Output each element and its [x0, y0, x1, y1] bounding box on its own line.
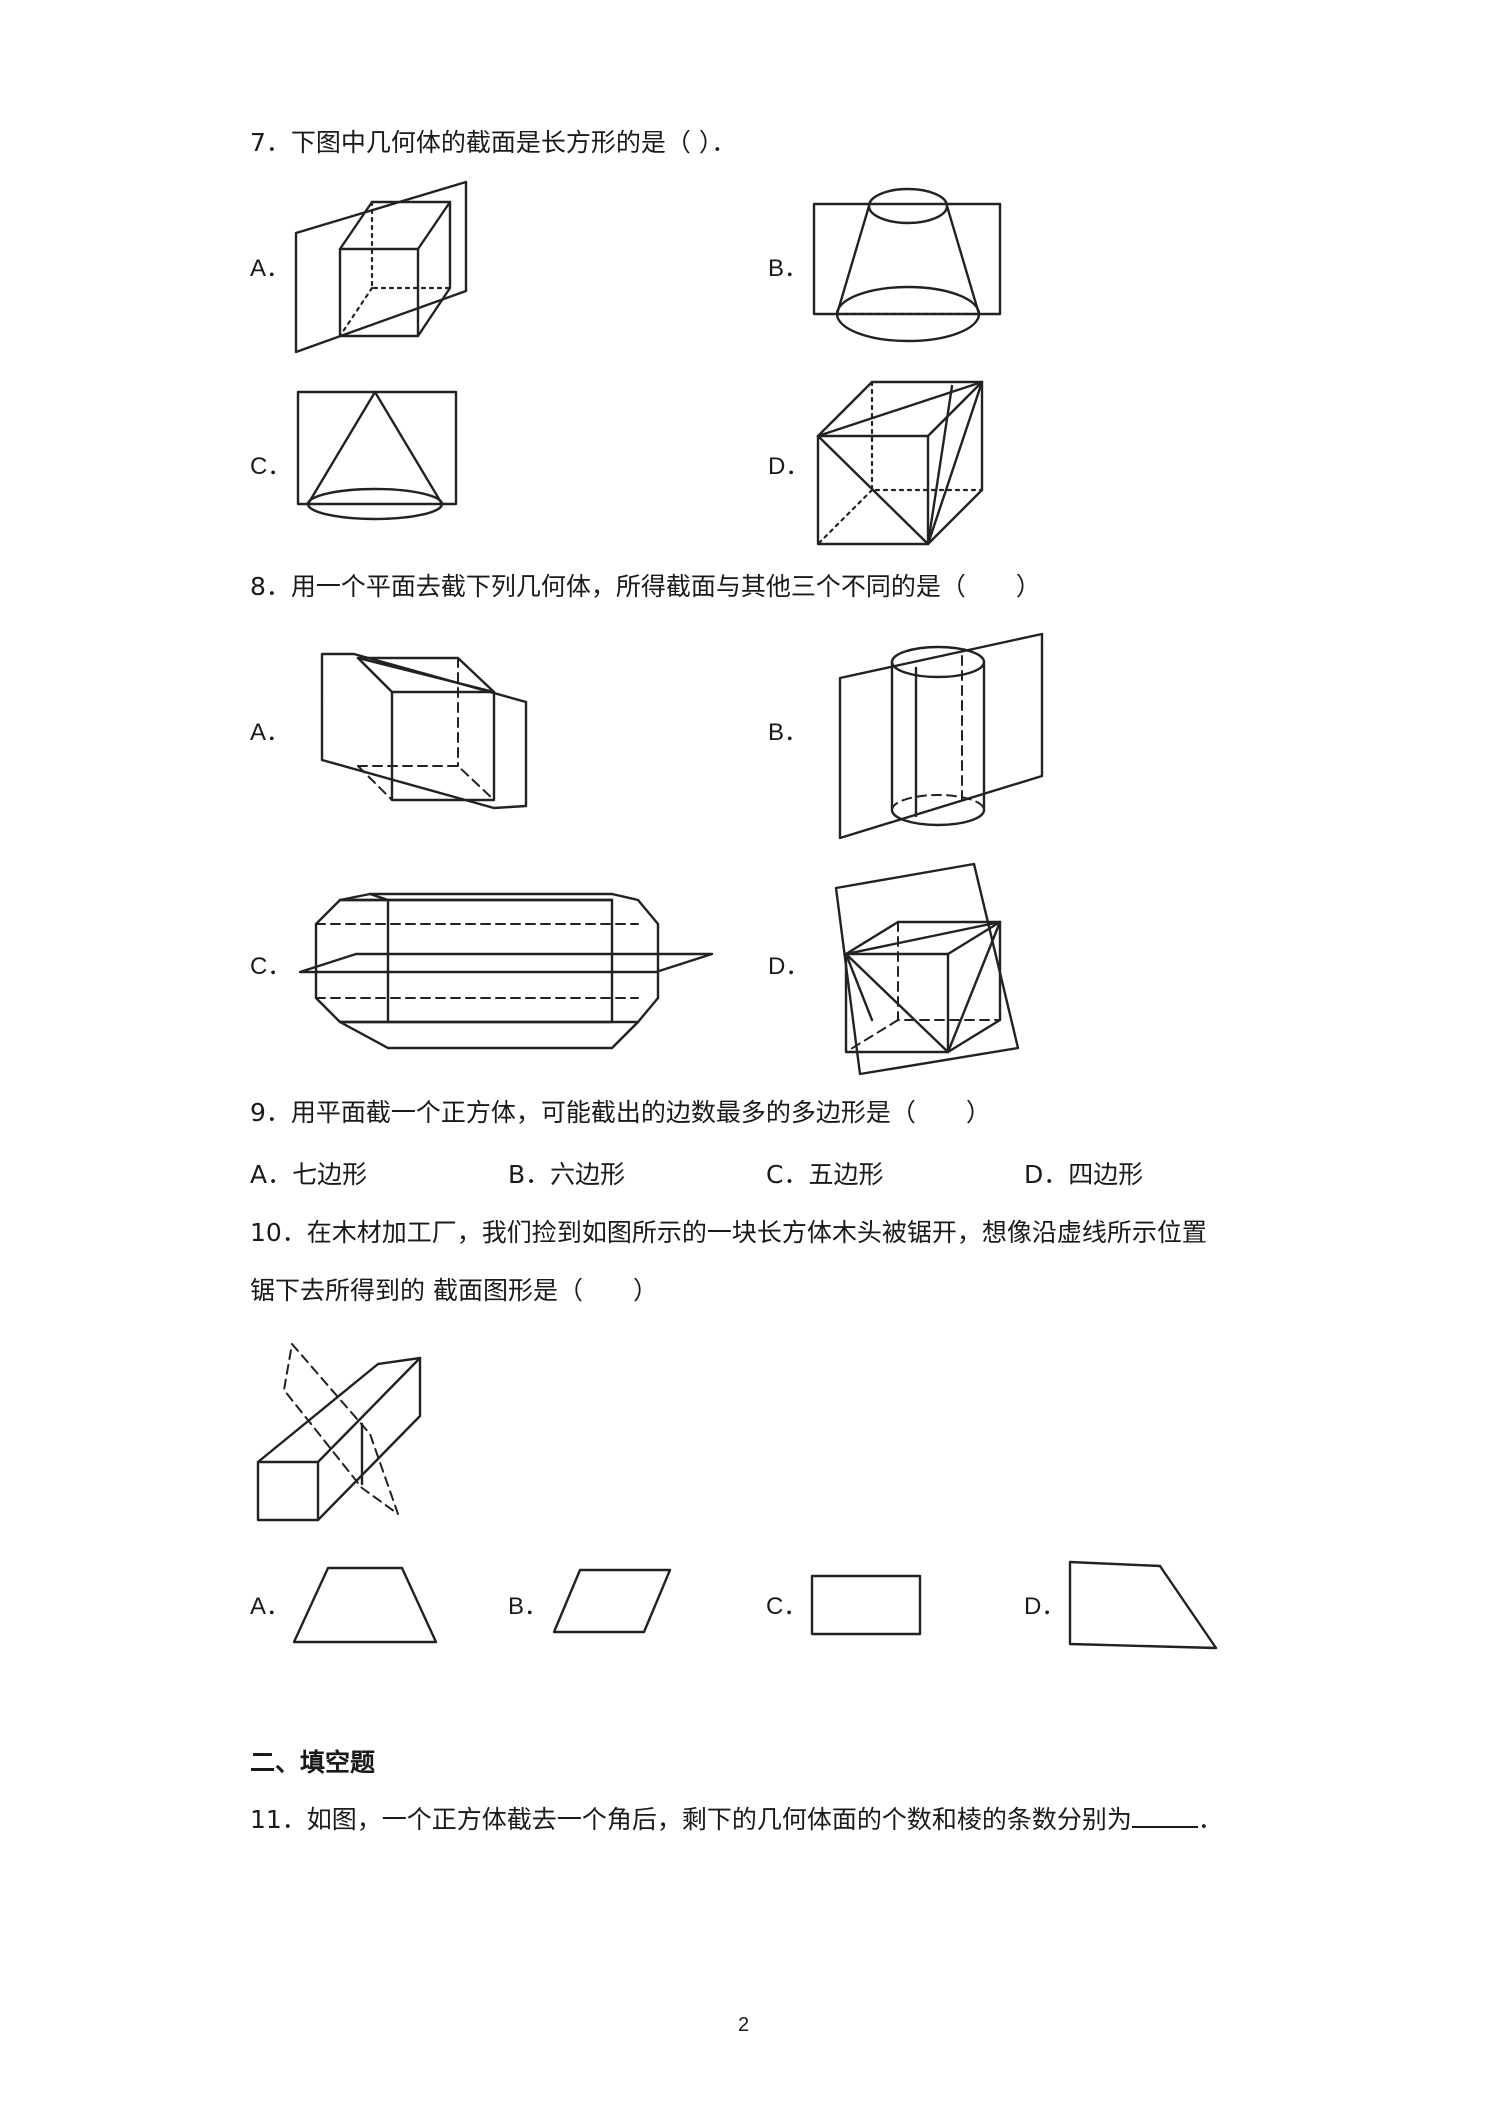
- q7-figure-a-cube-plane: [294, 180, 468, 354]
- q10-option-b-parallelogram: [552, 1568, 672, 1634]
- q8-figure-b-cylinder-plane: [838, 632, 1044, 840]
- q7-option-c-label: C．: [250, 453, 292, 480]
- q10-question-line2: 锯下去所得到的 截面图形是（ ）: [250, 1276, 658, 1305]
- q8-question: 8．用一个平面去截下列几何体，所得截面与其他三个不同的是（ ）: [250, 572, 1041, 601]
- q10-option-d-right-trapezoid: [1068, 1560, 1218, 1650]
- q8-option-c-label: C．: [250, 953, 292, 980]
- q7-option-b-label: B．: [768, 255, 809, 282]
- q10-figure-log-cut: [256, 1343, 422, 1522]
- q9-question: 9．用平面截一个正方体，可能截出的边数最多的多边形是（ ）: [250, 1098, 991, 1127]
- q11-answer-blank[interactable]: [1131, 1804, 1198, 1828]
- q10-option-d-label: D．: [1024, 1593, 1066, 1620]
- q7-figure-b-frustum-plane: [812, 187, 1002, 343]
- q9-option-b: B．六边形: [508, 1160, 626, 1189]
- q11-question-text: 11．如图，一个正方体截去一个角后，剩下的几何体面的个数和棱的条数分别为: [250, 1805, 1132, 1834]
- q8-option-a-label: A．: [250, 719, 291, 746]
- q9-option-d: D．四边形: [1024, 1160, 1144, 1189]
- q7-figure-d-cube-diagonal: [816, 380, 984, 546]
- section-heading-fill-in-blank: 二、填空题: [250, 1748, 376, 1777]
- q7-figure-c-cone-plane: [296, 390, 458, 521]
- q7-option-d-label: D．: [768, 453, 810, 480]
- q11-question-end: ．: [1197, 1805, 1223, 1834]
- q10-option-c-rectangle: [810, 1574, 922, 1636]
- q9-option-c: C．五边形: [766, 1160, 884, 1189]
- q10-question-line1: 10．在木材加工厂，我们捡到如图所示的一块长方体木头被锯开，想像沿虚线所示位置: [250, 1218, 1207, 1247]
- q10-option-a-label: A．: [250, 1593, 291, 1620]
- q11-question: 11．如图，一个正方体截去一个角后，剩下的几何体面的个数和棱的条数分别为 ．: [250, 1804, 1223, 1835]
- q7-option-a-label: A．: [250, 255, 291, 282]
- q8-figure-d-cube-tilted-plane: [834, 862, 1020, 1076]
- q8-figure-c-hexagonal-prism-plane: [298, 892, 714, 1050]
- q10-option-a-trapezoid: [292, 1566, 438, 1644]
- q8-figure-a-cube-plane: [320, 652, 528, 810]
- q7-question: 7．下图中几何体的截面是长方形的是（ ）．: [250, 128, 737, 157]
- q8-option-d-label: D．: [768, 953, 810, 980]
- q10-option-b-label: B．: [508, 1593, 549, 1620]
- q10-option-c-label: C．: [766, 1593, 808, 1620]
- q8-option-b-label: B．: [768, 719, 809, 746]
- q9-option-a: A．七边形: [250, 1160, 368, 1189]
- page-number: 2: [738, 2014, 750, 2036]
